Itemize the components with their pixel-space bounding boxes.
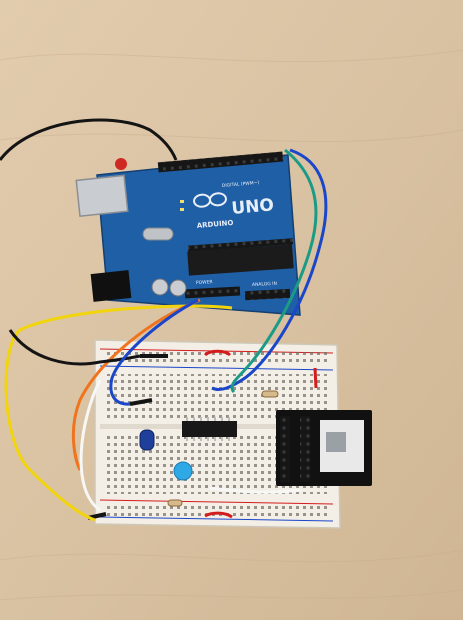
power-label: POWER [196, 279, 213, 286]
digital-header [157, 151, 284, 173]
wood-grain [0, 49, 463, 601]
red-jumper-1 [203, 349, 232, 357]
rail-holes-top [104, 352, 330, 364]
chip-socket-pins [187, 238, 294, 252]
white-wire-left [79, 379, 102, 512]
wireless-module [276, 410, 372, 486]
crystal [142, 227, 174, 241]
blue-wire-left [109, 298, 199, 406]
status-led-2 [180, 208, 184, 211]
black-wire-top [0, 118, 178, 161]
reset-button[interactable] [115, 158, 127, 170]
rail-red-bottom [99, 499, 334, 505]
module-header-left [280, 416, 290, 482]
board-brand: ARDUINO [196, 219, 233, 230]
white-wire-right [209, 486, 301, 494]
board-model: UNO [231, 195, 275, 219]
black-jumper-2 [129, 398, 153, 406]
yellow-wire [4, 304, 233, 522]
rail-holes-bottom [104, 504, 330, 516]
analog-header [244, 288, 291, 301]
green-wire [230, 148, 318, 394]
status-led-1 [180, 200, 184, 203]
orange-wire [71, 298, 201, 471]
rail-blue-top [99, 365, 334, 371]
digital-label: DIGITAL (PWM~) [222, 180, 260, 189]
usb-connector [75, 174, 129, 218]
red-jumper-2 [204, 511, 233, 519]
module-chip [326, 432, 346, 452]
power-header [184, 286, 241, 299]
capacitor-2 [169, 279, 187, 297]
ic-chip [182, 421, 237, 437]
arduino-board: UNO ARDUINO DIGITAL (PWM~) POWER ANALOG … [75, 151, 301, 316]
resistor-2 [167, 499, 183, 507]
red-jumper-3 [313, 367, 318, 389]
power-jack [90, 270, 132, 302]
module-header-right [300, 416, 310, 482]
capacitor-1 [151, 278, 169, 296]
analog-label: ANALOG IN [252, 281, 277, 288]
infinity-logo [193, 192, 227, 208]
blue-led [173, 461, 193, 481]
rail-blue-bottom [99, 516, 334, 522]
resistor-1 [261, 390, 279, 398]
black-wire-left [8, 329, 141, 366]
atmega-chip [187, 244, 294, 276]
electrolytic-capacitor [139, 429, 155, 451]
ic-pins [186, 417, 230, 441]
